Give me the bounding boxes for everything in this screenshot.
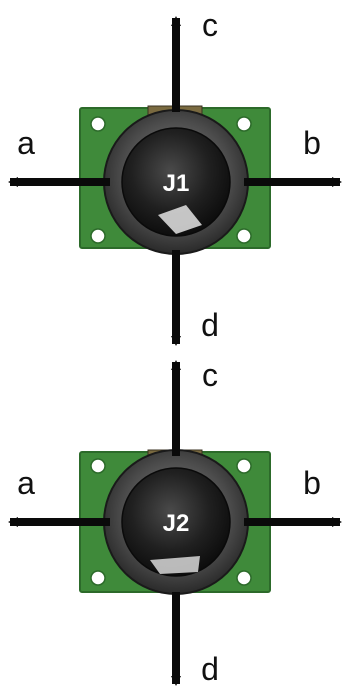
direction-label-down: d (201, 651, 219, 687)
mounting-hole (236, 116, 252, 132)
mounting-hole (90, 116, 106, 132)
mounting-hole (90, 228, 106, 244)
joystick-label: J1 (163, 170, 190, 197)
mounting-hole (90, 458, 106, 474)
mounting-hole (236, 570, 252, 586)
direction-label-right: b (303, 125, 321, 161)
joystick-cap (121, 467, 231, 577)
direction-label-up: c (202, 357, 218, 393)
joystick-label: J2 (163, 510, 190, 537)
mounting-hole (236, 458, 252, 474)
cap-highlight (158, 205, 202, 234)
joystick-j2: J2 a b c d (8, 357, 342, 687)
joystick-j1: J1 a b c d (8, 7, 342, 346)
direction-label-left: a (17, 465, 35, 501)
joystick-cap (121, 127, 231, 237)
mounting-hole (90, 570, 106, 586)
direction-label-down: d (201, 307, 219, 343)
cap-highlight (150, 556, 200, 574)
direction-label-left: a (17, 125, 35, 161)
direction-label-up: c (202, 7, 218, 43)
direction-label-right: b (303, 465, 321, 501)
mounting-hole (236, 228, 252, 244)
